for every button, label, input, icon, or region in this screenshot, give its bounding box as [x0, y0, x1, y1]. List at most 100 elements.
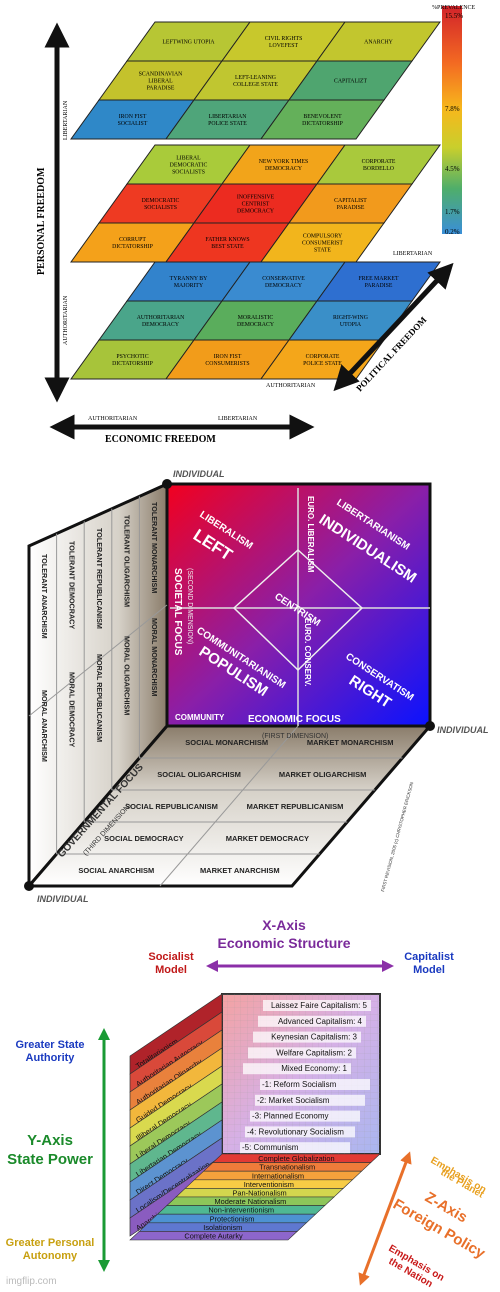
y-axis-top-label: LIBERTARIAN: [63, 100, 69, 140]
economic-label: Keynesian Capitalism: 3: [271, 1033, 357, 1042]
y-axis-title: PERSONAL FREEDOM: [36, 167, 47, 275]
wall-column-lines: [28, 496, 168, 854]
wall-label: MORAL ANARCHISM: [40, 690, 49, 762]
z-axis-arrow: [358, 1151, 412, 1286]
economic-label: Mixed Economy: 1: [281, 1064, 347, 1073]
floor-label-social: SOCIAL REPUBLICANISM: [125, 802, 218, 811]
foreign-policy-label: Interventionism: [244, 1180, 294, 1189]
credit-label: FIRST REVISION, 2005 (c) CHRISTOPHER ERI…: [380, 781, 414, 892]
political-freedom-axis-arrow: [333, 262, 454, 392]
scale-tick: 1.7%: [445, 208, 460, 216]
floor-label-market: MARKET REPUBLICANISM: [247, 802, 344, 811]
floor-label-social: SOCIAL OLIGARCHISM: [157, 770, 241, 779]
y-axis-title: Y-Axis: [27, 1132, 73, 1149]
three-axis-model: X-Axis Economic Structure Socialist Mode…: [0, 910, 500, 1290]
x-axis-left-label: AUTHORITARIAN: [88, 416, 138, 422]
political-compass-3d: LIBERALISM LEFT LIBERTARIANISM INDIVIDUA…: [0, 458, 500, 908]
x-axis-right-label: LIBERTARIAN: [218, 416, 258, 422]
economic-label-bg: [245, 1126, 355, 1138]
watermark: imgflip.com: [6, 1276, 57, 1287]
scale-tick: 4.5%: [445, 165, 460, 173]
economic-focus-label: ECONOMIC FOCUS: [248, 714, 341, 725]
economic-label-bg: [258, 1015, 366, 1027]
floor-label-market: MARKET MONARCHISM: [307, 738, 394, 747]
z-axis-bottom-label: AUTHORITARIAN: [266, 383, 316, 389]
wall-label: TOLERANT DEMOCRACY: [68, 541, 77, 629]
foreign-policy-label: Non-interventionism: [208, 1206, 274, 1215]
euro-liberalism-label: EURO. LIBERALISM: [306, 496, 315, 573]
euro-conserv-label: EURO. CONSERV.: [303, 618, 312, 686]
cube-cell-label: ANARCHY: [364, 40, 393, 46]
corner-dot: [24, 881, 34, 891]
floor-divider: [159, 725, 299, 887]
greater-state-label-2: Authority: [26, 1052, 76, 1064]
floor-label-social: SOCIAL MONARCHISM: [185, 738, 268, 747]
economic-label: -3: Planned Economy: [252, 1112, 329, 1121]
individual-top-label: INDIVIDUAL: [173, 469, 225, 479]
foreign-policy-floor: Complete GlobalizationTransnationalismIn…: [129, 1153, 381, 1241]
wall-label: MORAL MONARCHISM: [150, 618, 159, 697]
economic-label-bg: [250, 1110, 360, 1122]
wall-label: MORAL REPUBLICANISM: [95, 654, 104, 742]
economic-label-bg: [263, 1000, 371, 1011]
prevalence-scale-title: %PREVALENCE: [432, 5, 476, 11]
scale-tick: 7.8%: [445, 105, 460, 113]
socialist-model-label-1: Socialist: [148, 951, 194, 963]
greater-state-label-1: Greater State: [15, 1039, 84, 1051]
y-axis-bottom-label: AUTHORITARIAN: [63, 295, 69, 345]
left-wall-labels: TOLERANT MONARCHISM TOLERANT OLIGARCHISM T…: [40, 502, 159, 762]
wall-label: MORAL OLIGARCHISM: [123, 636, 132, 715]
economic-label: Welfare Capitalism: 2: [276, 1048, 352, 1057]
compass-3d-svg: LIBERALISM LEFT LIBERTARIANISM INDIVIDUA…: [24, 469, 489, 904]
economic-label: Advanced Capitalism: 4: [278, 1017, 363, 1026]
individual-right-label: INDIVIDUAL: [437, 725, 489, 735]
greater-personal-label-2: Autonomy: [23, 1250, 78, 1262]
community-label: COMMUNITY: [175, 713, 225, 722]
floor-label-social: SOCIAL DEMOCRACY: [104, 834, 183, 843]
individual-bottom-label: INDIVIDUAL: [37, 894, 89, 904]
wall-label: TOLERANT MONARCHISM: [150, 502, 159, 593]
greater-personal-label-1: Greater Personal: [6, 1237, 95, 1249]
foreign-policy-label: Moderate Nationalism: [214, 1197, 286, 1206]
centrism-diamond: [232, 548, 364, 672]
z-axis-top-label: LIBERTARIAN: [393, 251, 433, 257]
economic-label-bg: [243, 1063, 351, 1075]
x-axis-subtitle: Economic Structure: [217, 935, 350, 951]
economic-label-bg: [253, 1031, 361, 1043]
capitalist-model-label-1: Capitalist: [404, 951, 454, 963]
wall-label: TOLERANT OLIGARCHISM: [123, 515, 132, 607]
x-axis-title: X-Axis: [262, 917, 306, 933]
economic-label-bg: [260, 1079, 370, 1090]
economic-label-bg: [255, 1094, 365, 1106]
three-axis-svg: X-Axis Economic Structure Socialist Mode…: [6, 917, 489, 1290]
prevalence-scale-bar: [442, 6, 462, 234]
societal-focus-label: SOCIETAL FOCUS: [172, 568, 183, 656]
floor-label-market: MARKET OLIGARCHISM: [279, 770, 367, 779]
economic-label: -2: Market Socialism: [257, 1096, 330, 1105]
foreign-policy-label: Transnationalism: [259, 1163, 315, 1172]
first-dimension-label: (FIRST DIMENSION): [262, 733, 328, 740]
foreign-policy-label: Complete Autarky: [184, 1232, 243, 1241]
floor-label-social: SOCIAL ANARCHISM: [78, 866, 154, 875]
foreign-policy-label: Pan-Nationalism: [232, 1189, 286, 1198]
capitalist-model-label-2: Model: [413, 964, 445, 976]
